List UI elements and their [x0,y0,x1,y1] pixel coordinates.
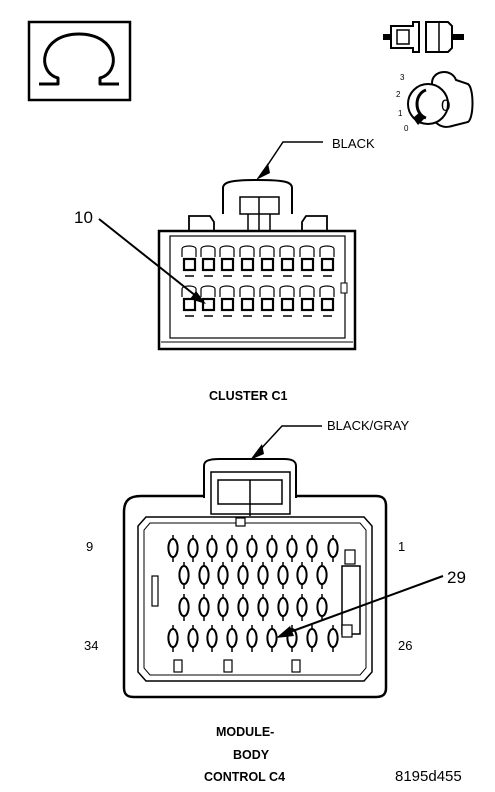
c4-pin-terminal [226,535,238,562]
c4-pin-terminal [246,535,258,562]
c4-pin-terminal [277,562,289,589]
body-control-c4-connector: BLACK/GRAY 9 34 1 26 29 MODULE- BODY [84,418,466,784]
c4-color-callout-line [257,425,322,453]
c4-pin-terminal [187,535,199,562]
c1-pin-cavity [239,285,255,317]
c4-pin-terminal [296,594,308,621]
c4-pin-terminal [286,535,298,562]
c4-pin-terminal [316,594,328,621]
c1-pin-cavity [319,245,335,277]
c4-pin-terminal [198,562,210,589]
c4-title-line-2: BODY [233,748,270,762]
c4-pin-terminal [198,594,210,621]
c4-pin-terminal [226,625,238,652]
key-position-1: 1 [398,109,403,118]
c4-pin-terminal [257,562,269,589]
c4-title-line-3: CONTROL C4 [204,770,285,784]
c4-pin-terminal [306,625,318,652]
c4-title-line-1: MODULE- [216,725,274,739]
c1-pin-cavity [219,245,235,277]
c1-pin-cavity [181,245,197,277]
c1-title: CLUSTER C1 [209,389,288,403]
c4-pin-terminal [206,625,218,652]
c1-pin-cavity [319,285,335,317]
c4-pin-terminal [206,535,218,562]
c1-pin-callout-line [98,218,197,297]
figure-id: 8195d455 [395,768,462,785]
c4-pin-terminal [266,625,278,652]
c1-pin-cavity [200,245,216,277]
c4-pin-label-26: 26 [398,638,412,653]
c1-color-label: BLACK [332,136,375,151]
c4-color-label: BLACK/GRAY [327,418,409,433]
c1-pin-cavity [279,245,295,277]
c4-pin-terminal [266,535,278,562]
c4-pin-terminal [217,562,229,589]
c1-pin-callout-number: 10 [74,208,93,227]
c1-pin-cavity [239,245,255,277]
c1-color-callout-line [262,141,323,173]
c4-pin-terminal [217,594,229,621]
c4-pin-terminal [306,535,318,562]
c4-pin-terminals [167,535,339,652]
c4-pin-terminal [246,625,258,652]
c1-pin-cavity [219,285,235,317]
c4-pin-terminal [178,594,190,621]
c4-pin-terminal [327,535,339,562]
c4-pin-callout-number: 29 [447,568,466,587]
key-value: 0 [441,96,450,115]
c4-pin-callout-line [289,575,444,633]
c4-pin-terminal [277,594,289,621]
c1-pin-cavities [181,245,335,317]
ohm-symbol-box [27,20,132,102]
c1-pin-cavity [299,285,315,317]
c1-pin-cavity [259,285,275,317]
c4-pin-terminal [316,562,328,589]
key-position-3: 3 [400,73,405,82]
c1-pin-cavity [259,245,275,277]
ignition-key-off-icon: 3 2 1 0 0 [396,71,474,133]
c4-pin-terminal [237,594,249,621]
ohm-icon [39,32,119,86]
c4-pin-terminal [257,594,269,621]
key-position-0: 0 [404,124,409,133]
c1-pin-cavity [200,285,216,317]
c4-pin-label-1: 1 [398,539,405,554]
c4-pin-terminal [296,562,308,589]
c4-pin-terminal [187,625,199,652]
c4-pin-terminal [178,562,190,589]
c4-pin-label-9: 9 [86,539,93,554]
cluster-c1-connector: BLACK 10 CLUSTER C1 [74,136,375,403]
c4-pin-terminal [167,535,179,562]
c1-pin-cavity [279,285,295,317]
c4-pin-label-34: 34 [84,638,98,653]
disconnect-connector-icon [383,21,464,53]
c4-pin-terminal [327,625,339,652]
c4-pin-terminal [167,625,179,652]
c4-pin-terminal [237,562,249,589]
key-position-2: 2 [396,90,401,99]
c1-pin-cavity [299,245,315,277]
